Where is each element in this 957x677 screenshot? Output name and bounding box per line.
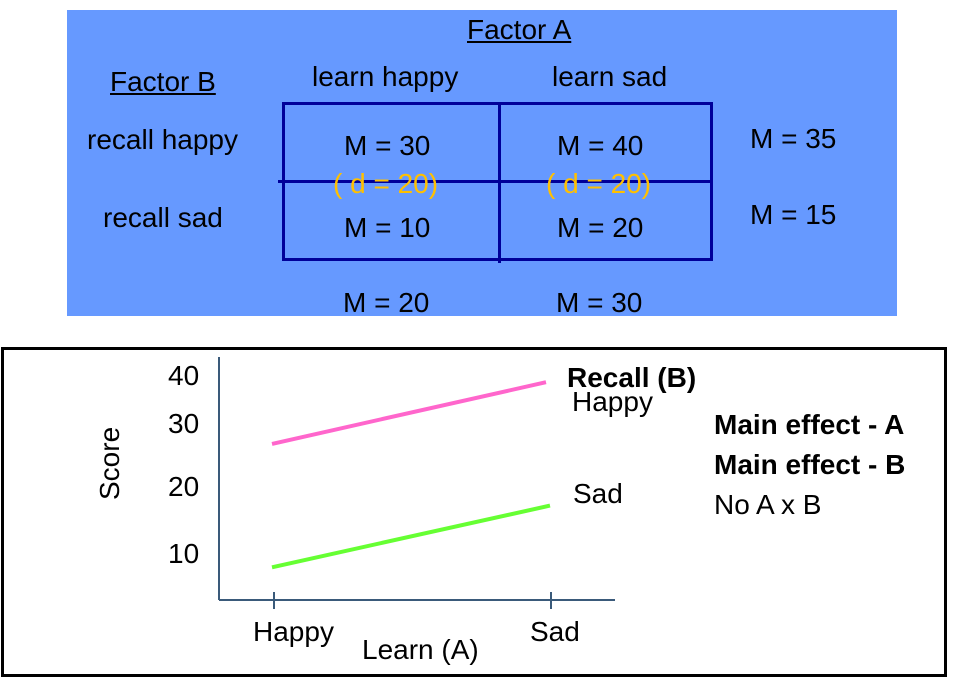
series-label-sad: Sad [573, 478, 623, 509]
row-mean: M = 15 [750, 199, 837, 230]
x-axis-label: Learn (A) [362, 634, 479, 665]
factor-b-label: Factor B [110, 66, 216, 97]
col-mean: M = 30 [556, 287, 643, 318]
y-tick-label: 40 [168, 360, 200, 391]
cell-mean: M = 10 [344, 212, 431, 243]
series-label-happy: Happy [572, 386, 653, 417]
col-header-learn-happy: learn happy [312, 61, 459, 92]
grid-line [282, 102, 713, 105]
row-header-recall-happy: recall happy [87, 124, 238, 155]
factorial-table-panel [67, 10, 897, 316]
annotation-main-effect-b: Main effect - B [714, 449, 906, 480]
series-line-happy [271, 380, 547, 446]
factor-a-label: Factor A [467, 14, 572, 45]
y-tick-label: 30 [168, 408, 200, 439]
cell-mean: M = 20 [557, 212, 644, 243]
grid-line [282, 258, 713, 261]
series-line-sad [271, 503, 551, 570]
grid-line [278, 180, 713, 183]
cell-mean: M = 30 [344, 130, 431, 161]
annotation-main-effect-a: Main effect - A [714, 409, 905, 440]
difference-label: ( d = 20) [546, 168, 652, 199]
col-header-learn-sad: learn sad [552, 61, 668, 92]
col-mean: M = 20 [343, 287, 430, 318]
row-header-recall-sad: recall sad [103, 202, 223, 233]
cell-mean: M = 40 [557, 130, 644, 161]
y-tick-label: 10 [168, 538, 200, 569]
row-mean: M = 35 [750, 123, 837, 154]
x-tick-label: Happy [253, 616, 334, 647]
y-tick-label: 20 [168, 471, 200, 502]
y-axis-label: Score [94, 426, 125, 500]
difference-label: ( d = 20) [333, 168, 439, 199]
x-tick-label: Sad [530, 616, 580, 647]
annotation-no-interaction: No A x B [714, 489, 822, 520]
legend-title: Recall (B) [567, 362, 697, 393]
